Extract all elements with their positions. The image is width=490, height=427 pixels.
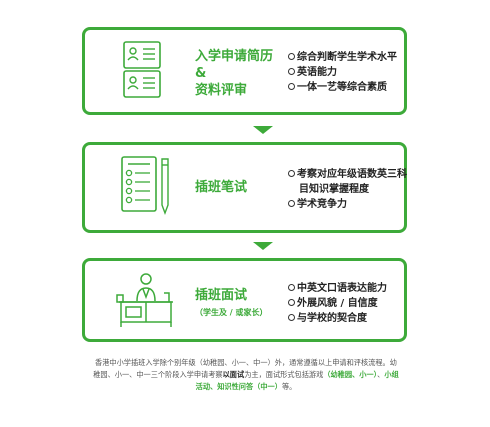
circle-bullet-icon: [288, 314, 295, 321]
title-line: 入学申请简历: [195, 49, 274, 64]
criteria-list: 中英文口语表达能力 外展风貌 / 自信度 与学校的契合度: [288, 281, 387, 326]
step-title: 插班笔试: [195, 179, 247, 196]
list-item: 与学校的契合度: [288, 311, 387, 326]
resume-documents-icon: [123, 41, 161, 98]
step-interview-box: 插班面试 （学生及 / 或家长） 中英文口语表达能力 外展风貌 / 自信度 与学…: [82, 258, 407, 342]
list-item: 考察对应年级语数英三科: [288, 167, 407, 182]
step-written-test-box: 插班笔试 考察对应年级语数英三科 目知识掌握程度 学术竞争力: [82, 142, 407, 233]
circle-bullet-icon: [288, 299, 295, 306]
title-line: 资料评审: [195, 83, 248, 98]
circle-bullet-icon: [288, 53, 295, 60]
step-title: 入学申请简历 & 资料评审: [195, 48, 273, 99]
exam-checklist-pen-icon: [121, 156, 169, 215]
down-arrow-icon: [253, 126, 273, 134]
criteria-list: 综合判断学生学术水平 英语能力 一体一艺等综合素质: [288, 50, 397, 95]
list-item: 学术竞争力: [288, 197, 407, 212]
interview-desk-icon: [116, 273, 173, 327]
circle-bullet-icon: [288, 83, 295, 90]
list-item: 英语能力: [288, 65, 397, 80]
circle-bullet-icon: [288, 284, 295, 291]
list-item: 一体一艺等综合素质: [288, 80, 397, 95]
list-item: 中英文口语表达能力: [288, 281, 387, 296]
list-item: 外展风貌 / 自信度: [288, 296, 387, 311]
down-arrow-icon: [253, 242, 273, 250]
step-subtitle: （学生及 / 或家长）: [195, 308, 268, 317]
step-resume-review-box: 入学申请简历 & 资料评审 综合判断学生学术水平 英语能力 一体一艺等综合素质: [82, 27, 407, 115]
circle-bullet-icon: [288, 170, 295, 177]
list-item: 综合判断学生学术水平: [288, 50, 397, 65]
title-line: 插班面试: [195, 288, 248, 303]
list-item: 目知识掌握程度: [299, 184, 369, 195]
footnote: 香港中小学插班入学除个别年级（幼稚园、小一、中一）外，通常遵循以上申请和评核流程…: [93, 358, 399, 391]
title-line: &: [195, 66, 207, 81]
title-line: 插班笔试: [195, 180, 248, 195]
circle-bullet-icon: [288, 200, 295, 207]
step-title: 插班面试 （学生及 / 或家长）: [195, 287, 268, 321]
criteria-list: 考察对应年级语数英三科 目知识掌握程度 学术竞争力: [288, 167, 407, 212]
circle-bullet-icon: [288, 68, 295, 75]
